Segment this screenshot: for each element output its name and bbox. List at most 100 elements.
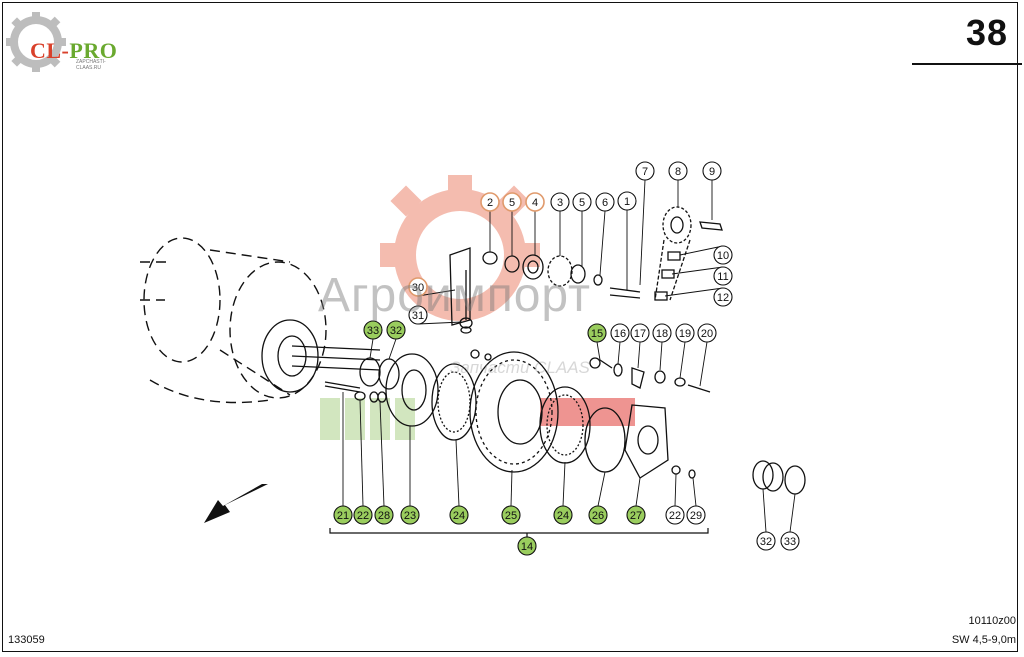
leader-line	[417, 321, 463, 325]
callout-number: 11	[717, 271, 728, 283]
callout-circle	[550, 192, 570, 212]
callout-number: 18	[656, 328, 668, 340]
callout-16: 16	[610, 323, 630, 343]
leader-lines	[342, 179, 796, 533]
callout-circle	[665, 505, 685, 525]
callout-number: 31	[412, 310, 424, 322]
callout-circle	[635, 161, 655, 181]
callout-7: 7	[635, 161, 655, 181]
leader-line	[369, 338, 374, 359]
drum-hub	[261, 319, 381, 393]
callout-number: 6	[602, 197, 608, 209]
leader-line	[455, 439, 460, 507]
callout-number: 33	[784, 536, 796, 548]
watermark-bars	[320, 398, 635, 440]
leader-line	[599, 210, 606, 276]
leader-line	[597, 471, 606, 507]
callout-number: 24	[453, 510, 465, 522]
callout-6: 6	[595, 192, 615, 212]
callout-24: 24	[449, 505, 469, 525]
callout-circle	[501, 505, 521, 525]
callout-10: 10	[713, 245, 733, 265]
drawing-code: 133059	[8, 634, 45, 646]
callout-23: 23	[400, 505, 420, 525]
callout-number: 32	[390, 325, 402, 337]
callout-circle	[363, 320, 383, 340]
leader-line	[596, 341, 601, 361]
callout-4: 4	[525, 192, 545, 212]
callout-circle	[702, 161, 722, 181]
callout-circle	[686, 505, 706, 525]
callout-number: 25	[505, 510, 517, 522]
callout-circle	[630, 323, 650, 343]
callout-8: 8	[668, 161, 688, 181]
direction-arrow	[204, 484, 268, 523]
callout-number: 30	[412, 282, 424, 294]
callout-29: 29	[686, 505, 706, 525]
leader-line	[674, 473, 677, 507]
callout-number: 4	[532, 197, 538, 209]
callout-number: 21	[337, 510, 349, 522]
callout-number: 7	[642, 166, 648, 178]
callout-circle	[353, 505, 373, 525]
callout-number: 5	[579, 197, 585, 209]
callout-11: 11	[713, 266, 733, 286]
logo-brand: CL-PRO	[30, 38, 118, 63]
leader-line	[635, 477, 641, 507]
callout-21: 21	[333, 505, 353, 525]
callout-number: 29	[690, 510, 702, 522]
callout-number: 24	[557, 510, 569, 522]
callout-26: 26	[588, 505, 608, 525]
watermark-text: Агроимпорт	[318, 269, 592, 322]
callout-circle	[713, 266, 733, 286]
leader-line	[762, 488, 767, 533]
callout-circle	[449, 505, 469, 525]
callout-circle	[675, 323, 695, 343]
leader-line	[562, 461, 566, 507]
callout-20: 20	[697, 323, 717, 343]
callout-number: 19	[679, 328, 691, 340]
callout-22: 22	[353, 505, 373, 525]
callout-14: 14	[517, 536, 537, 556]
page-number: 38	[965, 12, 1008, 53]
callout-circle	[617, 191, 637, 211]
page-number-rule	[912, 63, 1022, 65]
leader-line	[699, 341, 708, 387]
callout-number: 2	[487, 197, 493, 209]
callout-30: 30	[408, 277, 428, 297]
callout-number: 14	[521, 541, 533, 553]
callout-number: 16	[614, 328, 626, 340]
assembly-bracket	[329, 528, 709, 540]
callout-circle	[408, 305, 428, 325]
leader-line	[671, 266, 724, 275]
document-model: SW 4,5-9,0m	[951, 634, 1016, 646]
callout-19: 19	[675, 323, 695, 343]
callout-33: 33	[780, 531, 800, 551]
callout-circle	[626, 505, 646, 525]
callout-22: 22	[665, 505, 685, 525]
callout-circle	[572, 192, 592, 212]
callout-circle	[386, 320, 406, 340]
callout-number: 23	[404, 510, 416, 522]
leader-line	[679, 341, 686, 379]
callout-circle	[610, 323, 630, 343]
leader-line	[379, 401, 385, 507]
callout-circle	[713, 245, 733, 265]
callout-number: 15	[591, 328, 603, 340]
callout-2: 2	[480, 192, 500, 212]
callout-circle	[333, 505, 353, 525]
callout-9: 9	[702, 161, 722, 181]
callout-number: 28	[378, 510, 390, 522]
callout-number: 27	[630, 510, 642, 522]
callout-circle	[595, 192, 615, 212]
callout-28: 28	[374, 505, 394, 525]
callout-circle	[502, 192, 522, 212]
callout-number: 8	[675, 166, 681, 178]
watermark-subtext: Запчасти CLAAS	[450, 358, 590, 377]
reel-drum	[140, 237, 327, 404]
callout-32: 32	[386, 320, 406, 340]
logo: CL-PRO ZAPCHASTI-CLAAS.RU	[6, 8, 126, 72]
callout-number: 32	[760, 536, 772, 548]
